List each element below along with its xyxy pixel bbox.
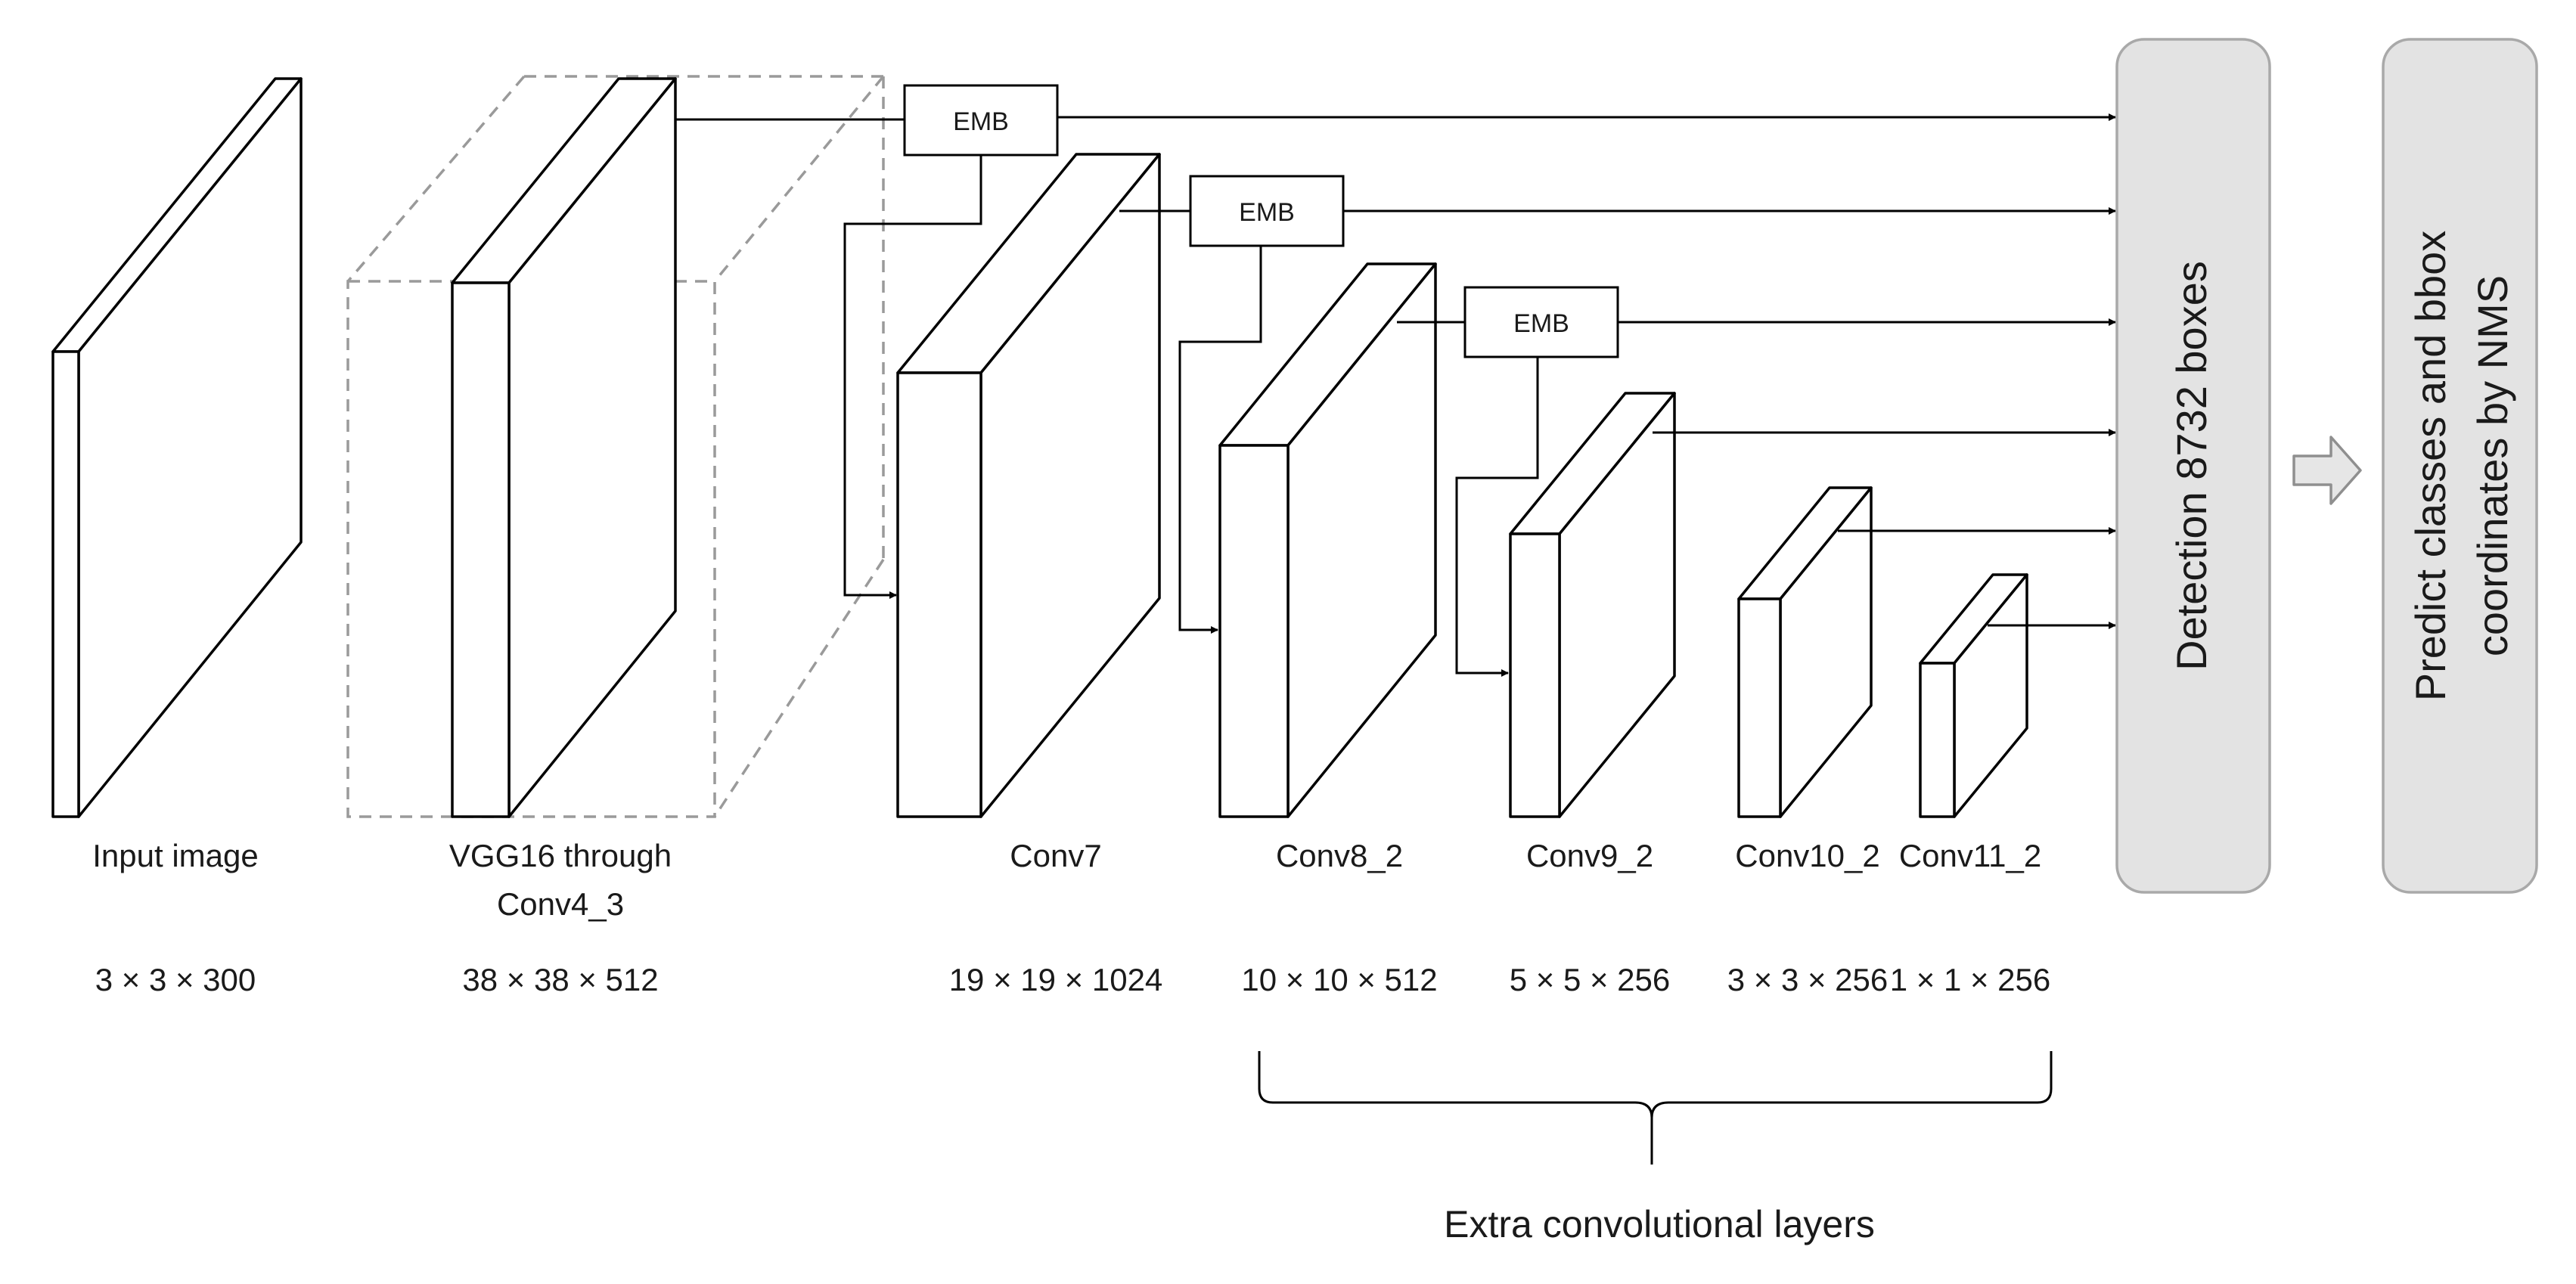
layer-labels: Input image 3 × 3 × 300 VGG16 through Co… [92,838,2050,997]
conv9-2-slab [1509,392,1676,818]
emb-label: EMB [1239,198,1295,227]
conv10-2-slab [1737,486,1873,818]
layer-name-conv8-2: Conv8_2 [1276,838,1403,873]
hollow-arrow-icon [2292,436,2362,505]
detection-label: Detection 8732 boxes [2168,261,2215,671]
conv11-2-slab [1919,573,2028,818]
conv7-slab [896,153,1161,818]
layer-name-input-image: Input image [92,838,258,873]
vgg-dashed-volume [346,75,885,818]
layer-name-conv9-2: Conv9_2 [1526,838,1653,873]
input-image-slab [51,77,303,818]
prediction-label-line2: coordinates by NMS [2469,275,2516,656]
prediction-label-line1: Predict classes and bbox [2407,231,2454,702]
emb-connectors [675,118,1539,677]
vgg16-slab [451,77,677,818]
layer-name-conv11-2: Conv11_2 [1899,838,2041,873]
layer-dims-conv7: 19 × 19 × 1024 [949,962,1163,997]
layer-dims-vgg16: 38 × 38 × 512 [462,962,658,997]
conv8-2-slab [1218,262,1437,818]
detection-arrows [1056,113,2116,629]
emb-block-2: EMB [1189,175,1345,247]
emb-label: EMB [953,107,1009,136]
layer-name-conv7: Conv7 [1010,838,1101,873]
extra-layers-brace: Extra convolutional layers [1258,1051,2053,1245]
layer-dims-conv8-2: 10 × 10 × 512 [1241,962,1437,997]
layer-dims-conv11-2: 1 × 1 × 256 [1890,962,2051,997]
layer-name-conv10-2: Conv10_2 [1735,838,1879,873]
prediction-box: Predict classes and bbox coordinates by … [2382,38,2538,894]
layer-dims-conv10-2: 3 × 3 × 256 [1727,962,1889,997]
emb-label: EMB [1513,309,1569,338]
layer-name-vgg16: VGG16 through [449,838,672,873]
layer-dims-conv9-2: 5 × 5 × 256 [1510,962,1671,997]
emb-block-1: EMB [903,84,1059,157]
detection-box: Detection 8732 boxes [2115,38,2271,894]
extra-layers-label: Extra convolutional layers [1444,1203,1875,1245]
emb-block-3: EMB [1463,286,1619,358]
layer-name-vgg16-line2: Conv4_3 [497,886,624,922]
layer-dims-input-image: 3 × 3 × 300 [95,962,256,997]
